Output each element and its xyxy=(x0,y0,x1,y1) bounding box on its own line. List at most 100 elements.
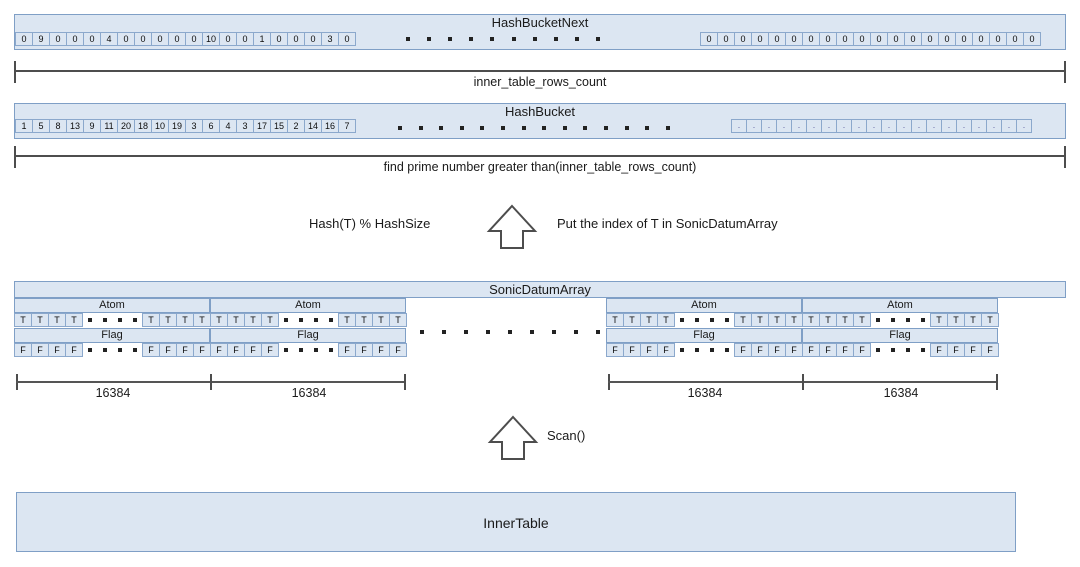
dimension-tick-left xyxy=(14,61,16,83)
hash-bucket-ellipsis xyxy=(398,126,670,130)
hash-bucket-cell: . xyxy=(806,119,822,133)
hash-bucket-right-cells: .................... xyxy=(731,119,1032,133)
atom-cell: T xyxy=(372,313,390,327)
hash-bucket-cell: 5 xyxy=(32,119,50,133)
flag-cell: F xyxy=(210,343,228,357)
hash-bucket-next-cell: 0 xyxy=(785,32,803,46)
atom-ellipsis-dot xyxy=(920,318,925,322)
hash-bucket-next-cell: 3 xyxy=(321,32,339,46)
atom-ellipsis-dot xyxy=(117,318,122,322)
ellipsis-dot xyxy=(459,126,464,130)
hash-bucket-next-cell: 0 xyxy=(1006,32,1024,46)
ellipsis-dot xyxy=(645,126,650,130)
hash-bucket-cell: . xyxy=(1001,119,1017,133)
atom-cell: T xyxy=(768,313,786,327)
flag-cell: F xyxy=(355,343,373,357)
flag-ellipsis-dot xyxy=(117,348,122,352)
hash-bucket-cell: 8 xyxy=(49,119,67,133)
hash-bucket-cell: 19 xyxy=(168,119,186,133)
hash-bucket-cell: . xyxy=(866,119,882,133)
flag-ellipsis-dot xyxy=(920,348,925,352)
ellipsis-dot xyxy=(604,126,609,130)
atom-cell: T xyxy=(355,313,373,327)
hash-bucket-cell: . xyxy=(746,119,762,133)
hash-bucket-next-cell: 0 xyxy=(921,32,939,46)
flag-cell: F xyxy=(261,343,279,357)
atom-cell: T xyxy=(176,313,194,327)
hash-bucket-next-cell: 0 xyxy=(338,32,356,46)
hash-bucket-next-cell: 0 xyxy=(151,32,169,46)
flag-cell: F xyxy=(930,343,948,357)
flag-cell: F xyxy=(657,343,675,357)
atom-cell: T xyxy=(48,313,66,327)
hash-bucket-next-cell: 4 xyxy=(100,32,118,46)
dimension-line xyxy=(14,70,1066,72)
atom-ellipsis-dot-group xyxy=(674,313,734,327)
atom-ellipsis-dot xyxy=(890,318,895,322)
ellipsis-dot xyxy=(420,330,424,334)
dimension-tick-right xyxy=(1064,61,1066,83)
hash-bucket-next-cell: 0 xyxy=(185,32,203,46)
flag-cell: F xyxy=(65,343,83,357)
hash-bucket-next-cell: 0 xyxy=(700,32,718,46)
flag-ellipsis-dot xyxy=(298,348,303,352)
flag-ellipsis-dot xyxy=(905,348,910,352)
hash-bucket-next-cell: 0 xyxy=(219,32,237,46)
atom-size-label-1: 16384 xyxy=(95,386,131,400)
ellipsis-dot xyxy=(406,37,410,41)
atom-cell: T xyxy=(14,313,32,327)
flag-label: Flag xyxy=(606,328,802,343)
atom-ellipsis-dot xyxy=(694,318,699,322)
atom-ellipsis-dot xyxy=(679,318,684,322)
hash-bucket-cell: 3 xyxy=(185,119,203,133)
hash-bucket-next-cell: 0 xyxy=(972,32,990,46)
hash-bucket-cell: . xyxy=(986,119,1002,133)
hash-bucket-next-cell: 0 xyxy=(989,32,1007,46)
ellipsis-dot xyxy=(553,37,558,41)
hash-bucket-next-cell: 0 xyxy=(751,32,769,46)
sonic-datum-array-band xyxy=(14,281,1066,298)
ellipsis-dot xyxy=(508,330,512,334)
flag-cell: F xyxy=(785,343,803,357)
ellipsis-dot xyxy=(511,37,516,41)
ellipsis-dot xyxy=(562,126,567,130)
atom-ellipsis-dot xyxy=(328,318,333,322)
hash-bucket-next-cell: 0 xyxy=(853,32,871,46)
flag-ellipsis-dot-group xyxy=(870,343,930,357)
flag-ellipsis-dot xyxy=(875,348,880,352)
ellipsis-dot xyxy=(464,330,468,334)
dimension-line xyxy=(14,155,1066,157)
atom-size-label-2: 16384 xyxy=(291,386,327,400)
ellipsis-dot xyxy=(665,126,670,130)
atom-ellipsis-dot xyxy=(313,318,318,322)
atom-ellipsis-dot xyxy=(875,318,880,322)
atom-ellipsis-dot xyxy=(87,318,92,322)
atom-ellipsis-dot-group xyxy=(82,313,142,327)
atom-ellipsis-dot xyxy=(132,318,137,322)
flag-label: Flag xyxy=(14,328,210,343)
ellipsis-dot xyxy=(442,330,446,334)
atom-cell: T xyxy=(964,313,982,327)
atom-ellipsis-dot xyxy=(709,318,714,322)
atom-size-label-4: 16384 xyxy=(883,386,919,400)
flag-ellipsis-dot xyxy=(679,348,684,352)
flag-ellipsis-dot xyxy=(132,348,137,352)
ellipsis-dot xyxy=(490,37,495,41)
flag-cell: F xyxy=(853,343,871,357)
hash-bucket-cell: . xyxy=(1016,119,1032,133)
ellipsis-dot xyxy=(448,37,453,41)
hash-bucket-cell: 18 xyxy=(134,119,152,133)
ellipsis-dot xyxy=(574,37,579,41)
hash-bucket-next-cell: 0 xyxy=(270,32,288,46)
atom-cell: T xyxy=(819,313,837,327)
hash-bucket-next-cell: 1 xyxy=(253,32,271,46)
